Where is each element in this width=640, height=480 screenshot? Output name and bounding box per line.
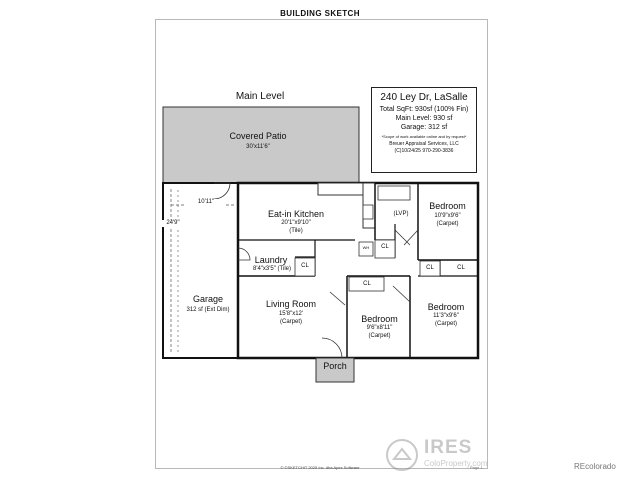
bedroom-3-floor: (Carpet): [434, 321, 457, 327]
patio-name: Covered Patio: [229, 131, 287, 141]
water-heater-label: WH: [362, 245, 370, 250]
patio-dim: 30'x11'6": [246, 144, 270, 150]
footer-credit: © ©SKETCHIT 2025 Inc. dba Apex Software: [280, 465, 360, 470]
level-label: Main Level: [235, 91, 285, 102]
living-dim: 15'8"x12': [278, 311, 304, 317]
water-heater: [358, 241, 374, 257]
laundry-closet-label: CL: [301, 263, 309, 269]
info-firm: Breuer Appraisal Services, LLC: [389, 141, 459, 148]
info-contact: (C)10/24/25 970-290-3836: [394, 147, 454, 154]
laundry-dim: 8'4"x3'5" (Tile): [252, 266, 291, 272]
bedroom-2-floor: (Carpet): [368, 333, 391, 339]
porch-name: Porch: [323, 361, 347, 371]
ires-text: IRES: [424, 437, 473, 458]
covered-patio-area: [162, 106, 360, 184]
kitchen-name: Eat-in Kitchen: [267, 209, 325, 219]
sketch-title: BUILDING SKETCH: [280, 9, 360, 18]
ires-site: ColoProperty.com: [424, 459, 488, 468]
bedroom-3-name: Bedroom: [427, 302, 465, 312]
living-name: Living Room: [265, 299, 317, 309]
bedroom-1-dim: 10'9"x9'6": [434, 213, 461, 219]
bedroom-2-dim: 9'6"x8'11": [366, 325, 393, 331]
garage-outline: [162, 182, 239, 359]
bedroom-2-closet-label: CL: [363, 281, 371, 287]
bedroom-1-closet-label: CL: [457, 265, 465, 271]
info-box: 240 Ley Dr, LaSalle Total SqFt: 930sf (1…: [371, 87, 477, 173]
bedroom-1-name: Bedroom: [429, 201, 466, 211]
info-total: Total SqFt: 930sf (100% Fin): [379, 106, 469, 113]
ires-logo-icon: [386, 439, 418, 471]
bedroom-2-name: Bedroom: [361, 314, 398, 324]
lvp-label: (LVP): [393, 211, 409, 217]
living-floor: (Carpet): [279, 319, 302, 325]
ires-watermark: IRES ColoProperty.com: [384, 437, 504, 473]
info-address: 240 Ley Dr, LaSalle: [380, 92, 468, 103]
recolorado-watermark: REcolorado: [574, 462, 616, 471]
bedroom-1-floor: (Carpet): [436, 221, 459, 227]
kitchen-floor: (Tile): [289, 228, 303, 234]
bedroom-3-closet-label: CL: [426, 265, 434, 271]
garage-width-dim: 10'11": [186, 199, 226, 206]
laundry-name: Laundry: [254, 255, 288, 265]
kitchen-counter-top: [317, 182, 364, 196]
info-main: Main Level: 930 sf: [395, 114, 453, 122]
garage-depth-dim: 24'9": [162, 220, 184, 227]
bedroom-3-dim: 11'3"x9'6": [433, 313, 459, 319]
garage-dim: 312 sf (Ext Dim): [186, 307, 230, 313]
sink: [362, 204, 374, 220]
kitchen-dim: 20'1"x9'10": [281, 220, 311, 226]
porch-area: [315, 357, 355, 383]
page-number: Page 1: [470, 465, 483, 470]
hall-closet-label: CL: [381, 244, 389, 250]
info-note: *Scope of work available online and by r…: [381, 134, 467, 140]
info-garage: Garage: 312 sf: [400, 123, 448, 131]
garage-name: Garage: [192, 294, 224, 304]
bathtub: [377, 185, 411, 201]
